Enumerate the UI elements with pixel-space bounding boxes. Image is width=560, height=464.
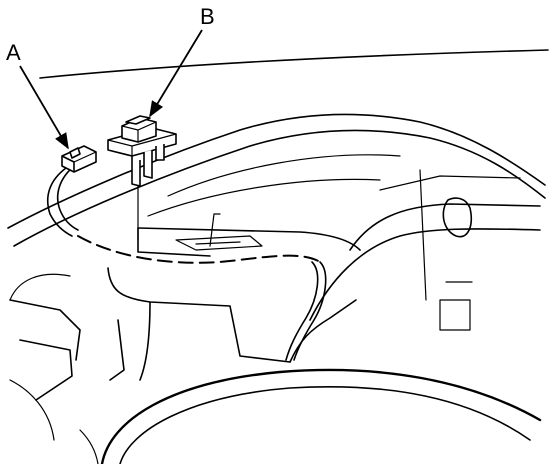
seat-console xyxy=(100,368,542,464)
leader-lines xyxy=(19,29,203,150)
body-outline xyxy=(7,49,549,301)
arrow-b xyxy=(149,29,203,118)
callout-label-b: B xyxy=(200,4,215,29)
pipe-column xyxy=(289,169,541,363)
connector-a xyxy=(61,145,97,173)
wire-harness xyxy=(46,165,327,361)
arrow-a xyxy=(19,65,69,150)
lower-structure xyxy=(9,299,125,464)
dashboard-shelf xyxy=(107,213,361,381)
sensor-b xyxy=(107,115,177,241)
callout-label-a: A xyxy=(6,40,21,65)
